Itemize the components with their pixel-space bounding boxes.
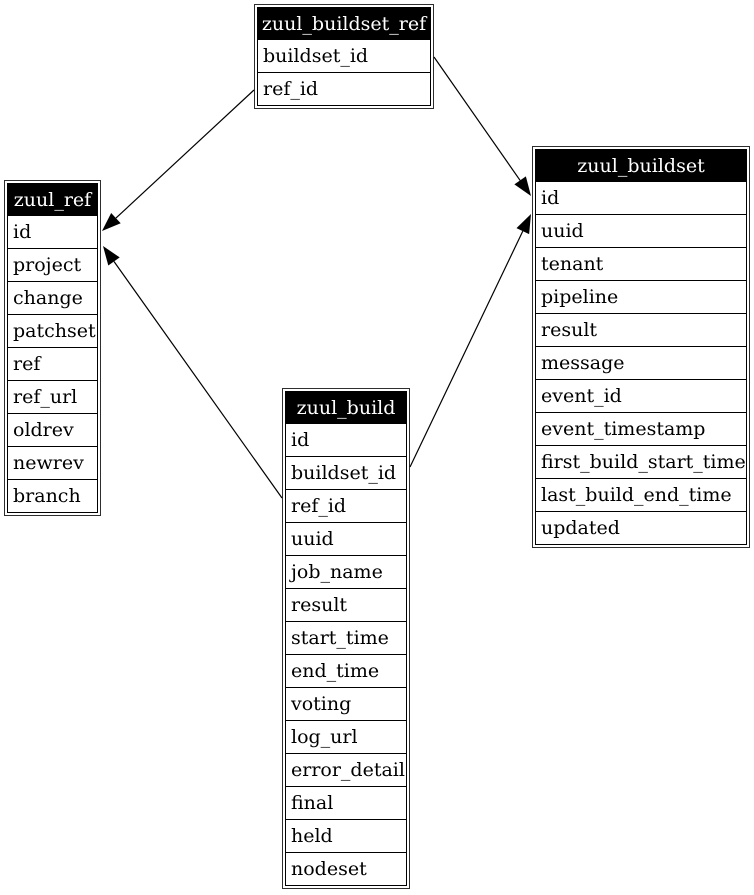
table-row-nodeset: nodeset	[285, 852, 407, 886]
table-row-held: held	[285, 819, 407, 853]
table-row-message: message	[535, 346, 747, 380]
table-row-updated: updated	[535, 511, 747, 545]
table-row-voting: voting	[285, 687, 407, 721]
table-row-branch: branch	[7, 479, 98, 513]
table-row-log_url: log_url	[285, 720, 407, 754]
table-row-final: final	[285, 786, 407, 820]
table-row-first_build_start_time: first_build_start_time	[535, 445, 747, 479]
relationship-line-zuul_buildset_ref.buildset_id-to-zuul_buildset.id	[433, 56, 521, 181]
table-row-newrev: newrev	[7, 446, 98, 480]
table-row-uuid: uuid	[285, 522, 407, 556]
table-row-tenant: tenant	[535, 247, 747, 281]
table-row-ref: ref	[7, 347, 98, 381]
table-row-buildset_id: buildset_id	[285, 456, 407, 490]
arrowhead-icon	[516, 214, 531, 235]
table-row-ref_id: ref_id	[285, 489, 407, 523]
table-title-zuul-ref: zuul_ref	[7, 183, 98, 216]
table-row-event_timestamp: event_timestamp	[535, 412, 747, 446]
table-row-oldrev: oldrev	[7, 413, 98, 447]
table-row-pipeline: pipeline	[535, 280, 747, 314]
table-row-ref_id: ref_id	[257, 72, 431, 106]
table-row-id: id	[535, 181, 747, 215]
table-row-result: result	[535, 313, 747, 347]
table-row-error_detail: error_detail	[285, 753, 407, 787]
table-row-start_time: start_time	[285, 621, 407, 655]
table-row-patchset: patchset	[7, 314, 98, 348]
table-row-last_build_end_time: last_build_end_time	[535, 478, 747, 512]
table-row-end_time: end_time	[285, 654, 407, 688]
table-row-result: result	[285, 588, 407, 622]
table-row-event_id: event_id	[535, 379, 747, 413]
table-row-id: id	[285, 423, 407, 457]
arrowhead-icon	[102, 212, 121, 231]
table-title-zuul-build: zuul_build	[285, 391, 407, 424]
relationship-line-zuul_build.ref_id-to-zuul_ref.id	[113, 261, 283, 499]
arrowhead-icon	[514, 176, 531, 196]
table-title-zuul-buildset-ref: zuul_buildset_ref	[257, 7, 431, 40]
relationship-line-zuul_build.buildset_id-to-zuul_buildset.id	[409, 230, 524, 468]
table-row-buildset_id: buildset_id	[257, 39, 431, 73]
table-row-change: change	[7, 281, 98, 315]
table-row-id: id	[7, 215, 98, 249]
relationship-line-zuul_buildset_ref.ref_id-to-zuul_ref.id	[115, 89, 255, 219]
table-row-project: project	[7, 248, 98, 282]
table-row-uuid: uuid	[535, 214, 747, 248]
table-row-ref_url: ref_url	[7, 380, 98, 414]
arrowhead-icon	[103, 246, 120, 266]
table-row-job_name: job_name	[285, 555, 407, 589]
table-title-zuul-buildset: zuul_buildset	[535, 149, 747, 182]
